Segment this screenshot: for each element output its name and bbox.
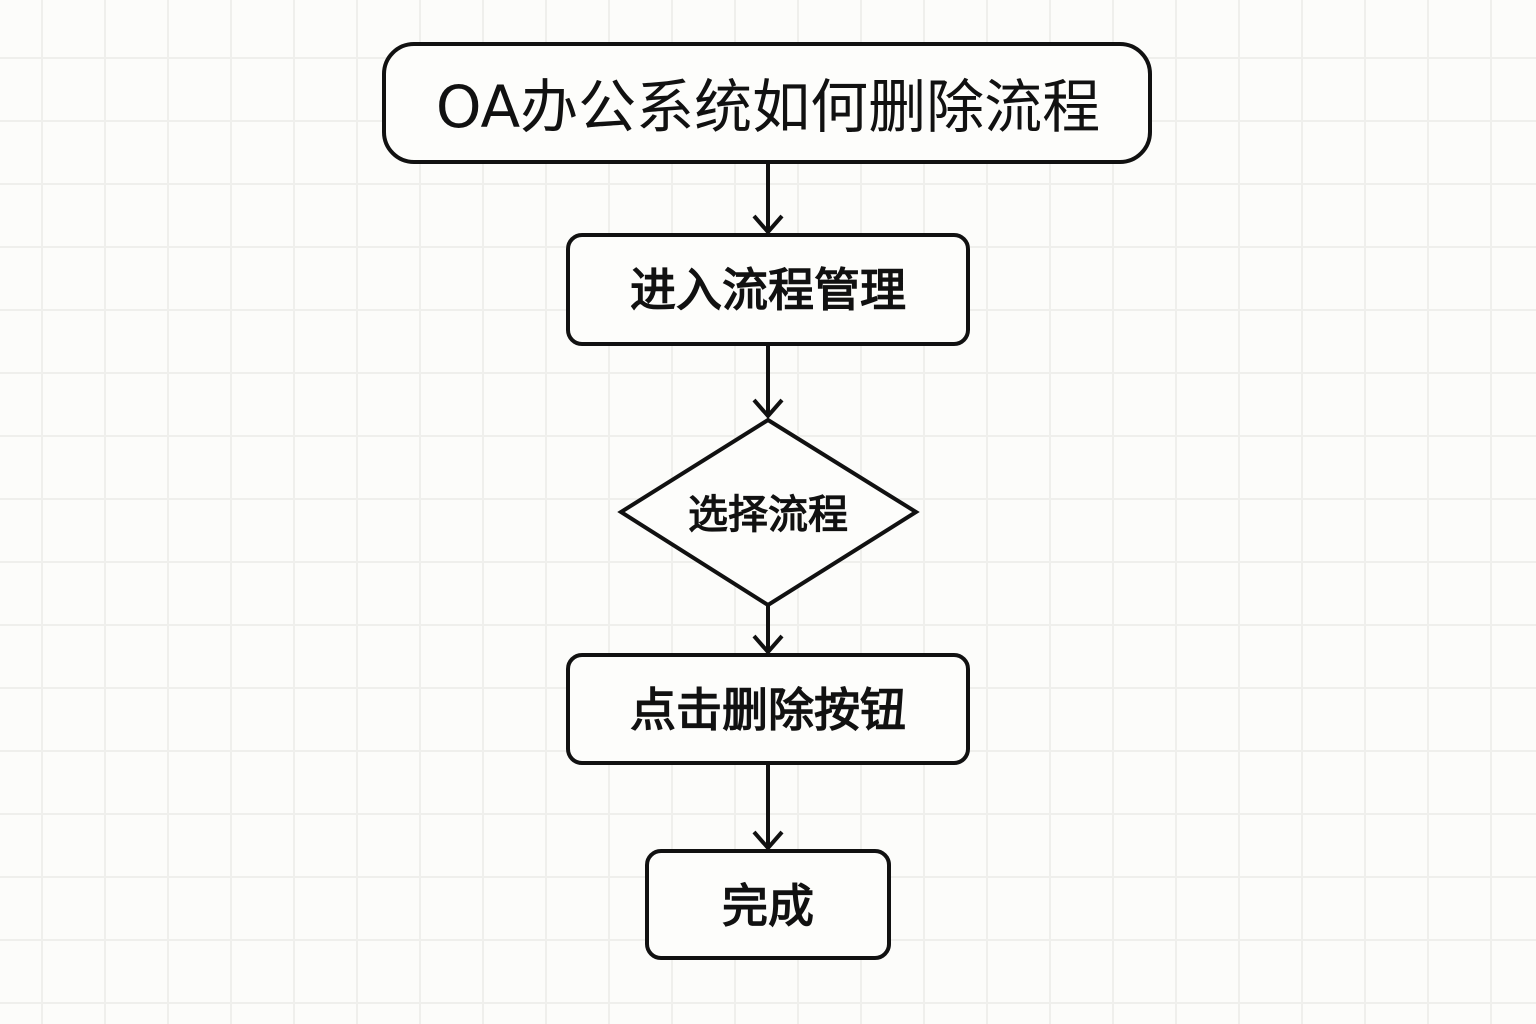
decision-select-process: 选择流程 xyxy=(617,417,920,608)
step-text: 点击删除按钮 xyxy=(630,683,906,737)
step-enter-process-management: 进入流程管理 xyxy=(566,233,970,346)
step-text: 进入流程管理 xyxy=(630,263,906,317)
step-text: 完成 xyxy=(722,879,814,933)
arrow-1 xyxy=(752,162,784,236)
arrow-4 xyxy=(752,763,784,852)
step-click-delete-button: 点击删除按钮 xyxy=(566,653,970,765)
title-node: OA办公系统如何删除流程 xyxy=(382,42,1152,164)
arrow-3 xyxy=(752,605,784,656)
arrow-2 xyxy=(752,344,784,420)
title-text: OA办公系统如何删除流程 xyxy=(436,73,1100,141)
decision-text: 选择流程 xyxy=(688,492,848,538)
step-complete: 完成 xyxy=(645,849,891,960)
